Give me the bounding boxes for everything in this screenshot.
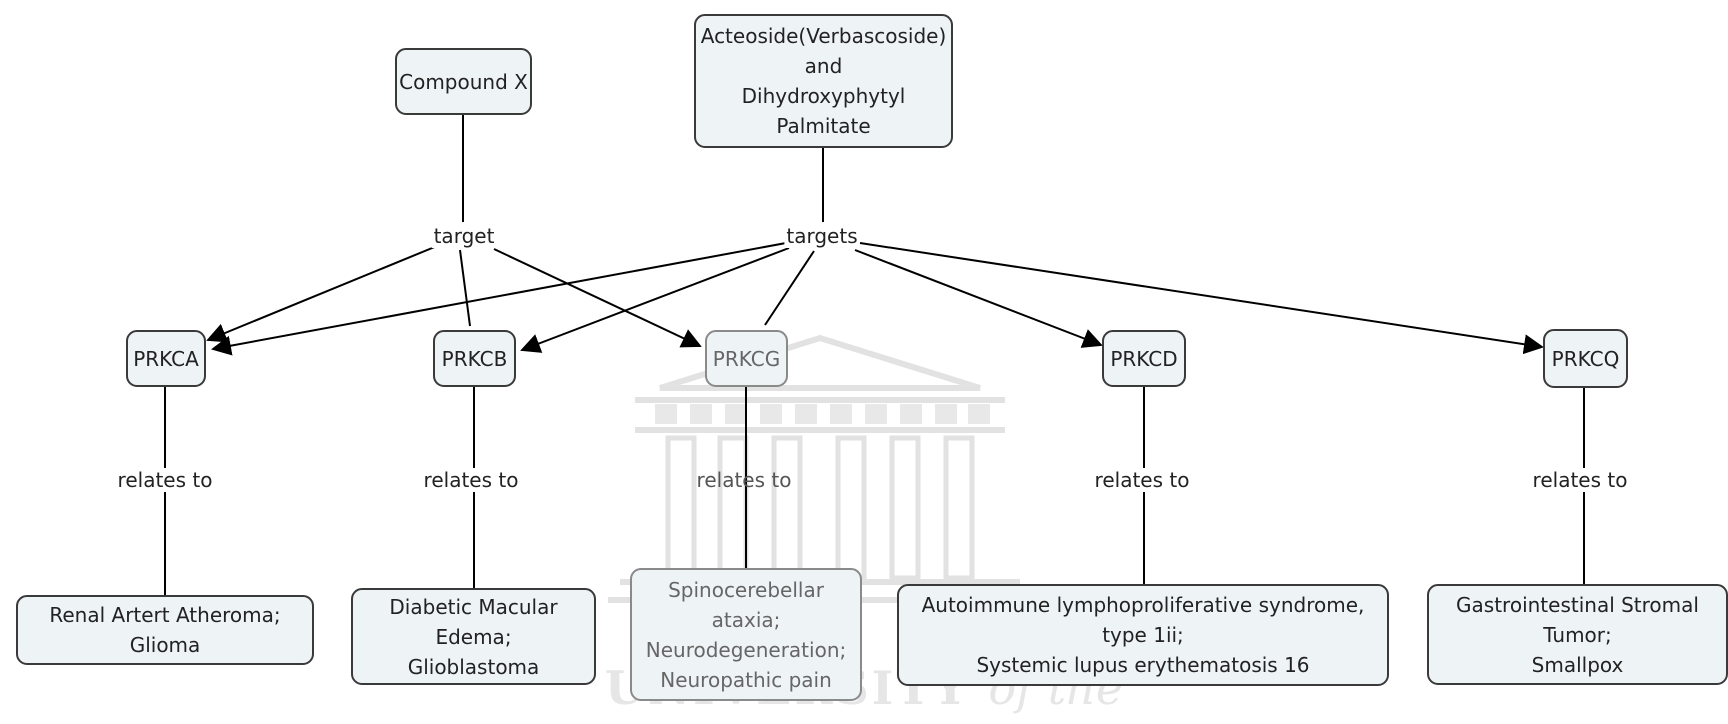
node-prkcg[interactable]: PRKCG xyxy=(705,330,788,387)
node-prkcg-label: PRKCG xyxy=(712,346,781,371)
node-prkcd-label: PRKCD xyxy=(1110,346,1178,371)
node-prkcb[interactable]: PRKCB xyxy=(433,330,516,387)
link-label-relates-prkcb: relates to xyxy=(421,468,521,492)
link-label-relates-prkcg: relates to xyxy=(696,468,792,492)
node-disease-prkcg-label: Spinocerebellar ataxia; Neurodegeneratio… xyxy=(645,577,847,692)
node-prkcb-label: PRKCB xyxy=(441,346,508,371)
edge-targets-prkcq xyxy=(859,242,1544,355)
edge-targets-prkcd xyxy=(854,249,1103,348)
link-label-relates-prkcq: relates to xyxy=(1530,468,1630,492)
node-disease-prkca[interactable]: Renal Artert Atheroma; Glioma xyxy=(16,595,314,665)
node-disease-prkcq-label: Gastrointestinal Stromal Tumor; Smallpox xyxy=(1456,592,1699,677)
node-disease-prkcb-label: Diabetic Macular Edema; Glioblastoma xyxy=(389,594,558,679)
node-disease-prkcb[interactable]: Diabetic Macular Edema; Glioblastoma xyxy=(351,588,596,685)
node-prkca-label: PRKCA xyxy=(133,346,199,371)
node-compound-x[interactable]: Compound X xyxy=(395,48,532,115)
node-disease-prkcg[interactable]: Spinocerebellar ataxia; Neurodegeneratio… xyxy=(630,568,862,701)
node-disease-prkcq[interactable]: Gastrointestinal Stromal Tumor; Smallpox xyxy=(1427,584,1728,685)
node-acteoside-label: Acteoside(Verbascoside) and Dihydroxyphy… xyxy=(700,24,947,138)
node-acteoside[interactable]: Acteoside(Verbascoside) and Dihydroxyphy… xyxy=(694,14,953,148)
node-disease-prkca-label: Renal Artert Atheroma; Glioma xyxy=(49,603,281,657)
edge-target-prkcg xyxy=(493,248,702,348)
edge-target-prkca xyxy=(206,245,438,343)
edge-targets-prkcg xyxy=(764,250,815,326)
node-prkca[interactable]: PRKCA xyxy=(126,330,206,387)
edge-target-prkcb xyxy=(459,249,471,327)
link-label-relates-prkcd: relates to xyxy=(1092,468,1192,492)
node-compound-x-label: Compound X xyxy=(399,69,528,94)
node-prkcd[interactable]: PRKCD xyxy=(1102,330,1186,387)
node-prkcq[interactable]: PRKCQ xyxy=(1543,329,1628,388)
link-label-relates-prkca: relates to xyxy=(115,468,215,492)
link-label-target: target xyxy=(431,224,497,248)
edge-targets-prkca xyxy=(211,242,787,356)
edge-targets-prkcb xyxy=(520,247,790,353)
node-disease-prkcd-label: Autoimmune lymphoproliferative syndrome,… xyxy=(921,593,1365,677)
node-prkcq-label: PRKCQ xyxy=(1551,346,1620,371)
link-label-targets: targets xyxy=(784,224,860,248)
node-disease-prkcd[interactable]: Autoimmune lymphoproliferative syndrome,… xyxy=(897,584,1389,686)
